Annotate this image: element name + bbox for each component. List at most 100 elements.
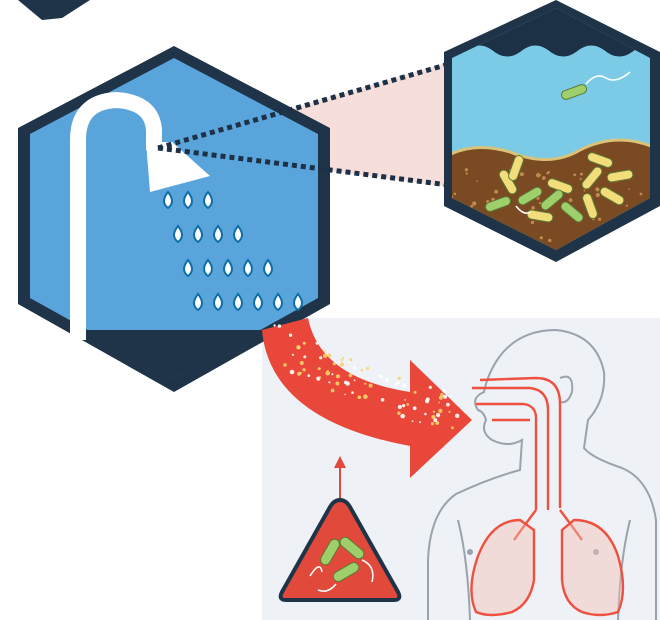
aerosol-particle — [425, 399, 429, 403]
aerosol-particle — [323, 354, 327, 358]
sediment-particle — [470, 205, 473, 208]
sediment-particle — [458, 241, 462, 245]
sediment-particle — [573, 174, 576, 177]
sediment-particle — [580, 178, 582, 180]
water-drop-icon — [254, 294, 262, 310]
sediment-particle — [450, 227, 453, 230]
water-drop-icon — [274, 294, 282, 310]
aerosol-particle — [419, 421, 421, 423]
aerosol-particle — [381, 398, 385, 402]
aerosol-particle — [273, 324, 275, 326]
aerosol-particle — [278, 324, 281, 327]
water-drop-icon — [194, 294, 202, 310]
aerosol-particle — [344, 394, 346, 396]
aerosol-particle — [316, 342, 319, 345]
aerosol-particle — [348, 361, 350, 363]
aerosol-particle — [433, 418, 437, 422]
aerosol-particle — [438, 409, 442, 413]
water-drop-icon — [234, 294, 242, 310]
water-drop-icon — [174, 226, 182, 242]
sediment-particle — [465, 168, 468, 171]
aerosol-particle — [448, 411, 450, 413]
water-drop-icon — [184, 192, 192, 208]
aerosol-arrow — [262, 318, 472, 478]
aerosol-particle — [442, 389, 446, 393]
aerosol-particle — [361, 369, 363, 371]
aerosol-particle — [342, 357, 344, 359]
aerosol-particle — [398, 405, 402, 409]
aerosol-particle — [369, 384, 373, 388]
aerosol-particle — [344, 381, 348, 385]
aerosol-particle — [433, 411, 435, 413]
aerosol-particle — [318, 367, 321, 370]
aerosol-particle — [292, 354, 294, 356]
aerosol-particle — [414, 391, 417, 394]
aerosol-particle — [290, 370, 295, 375]
aerosol-particle — [446, 403, 450, 407]
aerosol-particle — [363, 394, 368, 399]
aerosol-particle — [303, 355, 306, 358]
aerosol-particle — [385, 378, 389, 382]
aerosol-particle — [341, 359, 343, 361]
aerosol-particle — [398, 377, 401, 380]
aerosol-particle — [431, 422, 434, 425]
water-drop-icon — [204, 260, 212, 276]
aerosol-particle — [336, 374, 340, 378]
aerosol-particle — [358, 396, 362, 400]
aerosol-particle — [333, 362, 336, 365]
aerosol-particle — [429, 386, 432, 389]
partial-hexagon-top — [18, 0, 90, 20]
aerosol-particle — [402, 383, 404, 385]
water-drop-icon — [214, 294, 222, 310]
water-drop-icon — [184, 260, 192, 276]
aerosol-particle — [413, 406, 417, 410]
water-drop-icon — [234, 226, 242, 242]
sediment-particle — [642, 240, 646, 244]
aerosol-particle — [443, 395, 447, 399]
aerosol-particle — [404, 399, 406, 401]
aerosol-particle — [402, 404, 405, 407]
aerosol-particle — [296, 345, 300, 349]
aerosol-particle — [331, 373, 333, 375]
sediment-particle — [580, 173, 583, 176]
aerosol-particle — [436, 413, 440, 417]
aerosol-particle — [364, 383, 366, 385]
aerosol-particle — [328, 381, 330, 383]
aerosol-particle — [438, 402, 440, 404]
aerosol-particle — [451, 426, 454, 429]
aerosol-particle — [353, 366, 356, 369]
water-drop-icon — [224, 260, 232, 276]
water-drop-icon — [244, 260, 252, 276]
aerosol-particle — [324, 351, 326, 353]
aerosol-particle — [379, 375, 383, 379]
aerosol-particle — [424, 413, 427, 416]
sediment-particle — [640, 193, 643, 196]
sediment-particle — [615, 235, 617, 237]
sediment-particle — [464, 237, 467, 240]
sediment-particle — [596, 193, 600, 197]
aerosol-particle — [440, 393, 444, 397]
sediment-particle — [531, 206, 535, 210]
water-drop-icon — [204, 192, 212, 208]
sediment-particle — [477, 180, 479, 182]
aerosol-particle — [366, 367, 369, 370]
aerosol-particle — [319, 376, 321, 378]
aerosol-particle — [368, 377, 370, 379]
aerosol-particle — [400, 414, 405, 419]
sediment-particle — [598, 218, 601, 221]
water-drop-icon — [214, 226, 222, 242]
aerosol-particle — [283, 363, 287, 367]
aerosol-particle — [289, 334, 292, 337]
aerosol-particle — [302, 368, 305, 371]
aerosol-particle — [307, 374, 310, 377]
aerosol-particle — [319, 356, 322, 359]
airway-lungs — [471, 378, 623, 615]
aerosol-particle — [397, 412, 400, 415]
aerosol-particle — [300, 361, 304, 365]
aerosol-particle — [449, 395, 452, 398]
sediment-particle — [494, 190, 498, 194]
water-drop-icon — [264, 260, 272, 276]
sediment-particle — [546, 172, 549, 175]
